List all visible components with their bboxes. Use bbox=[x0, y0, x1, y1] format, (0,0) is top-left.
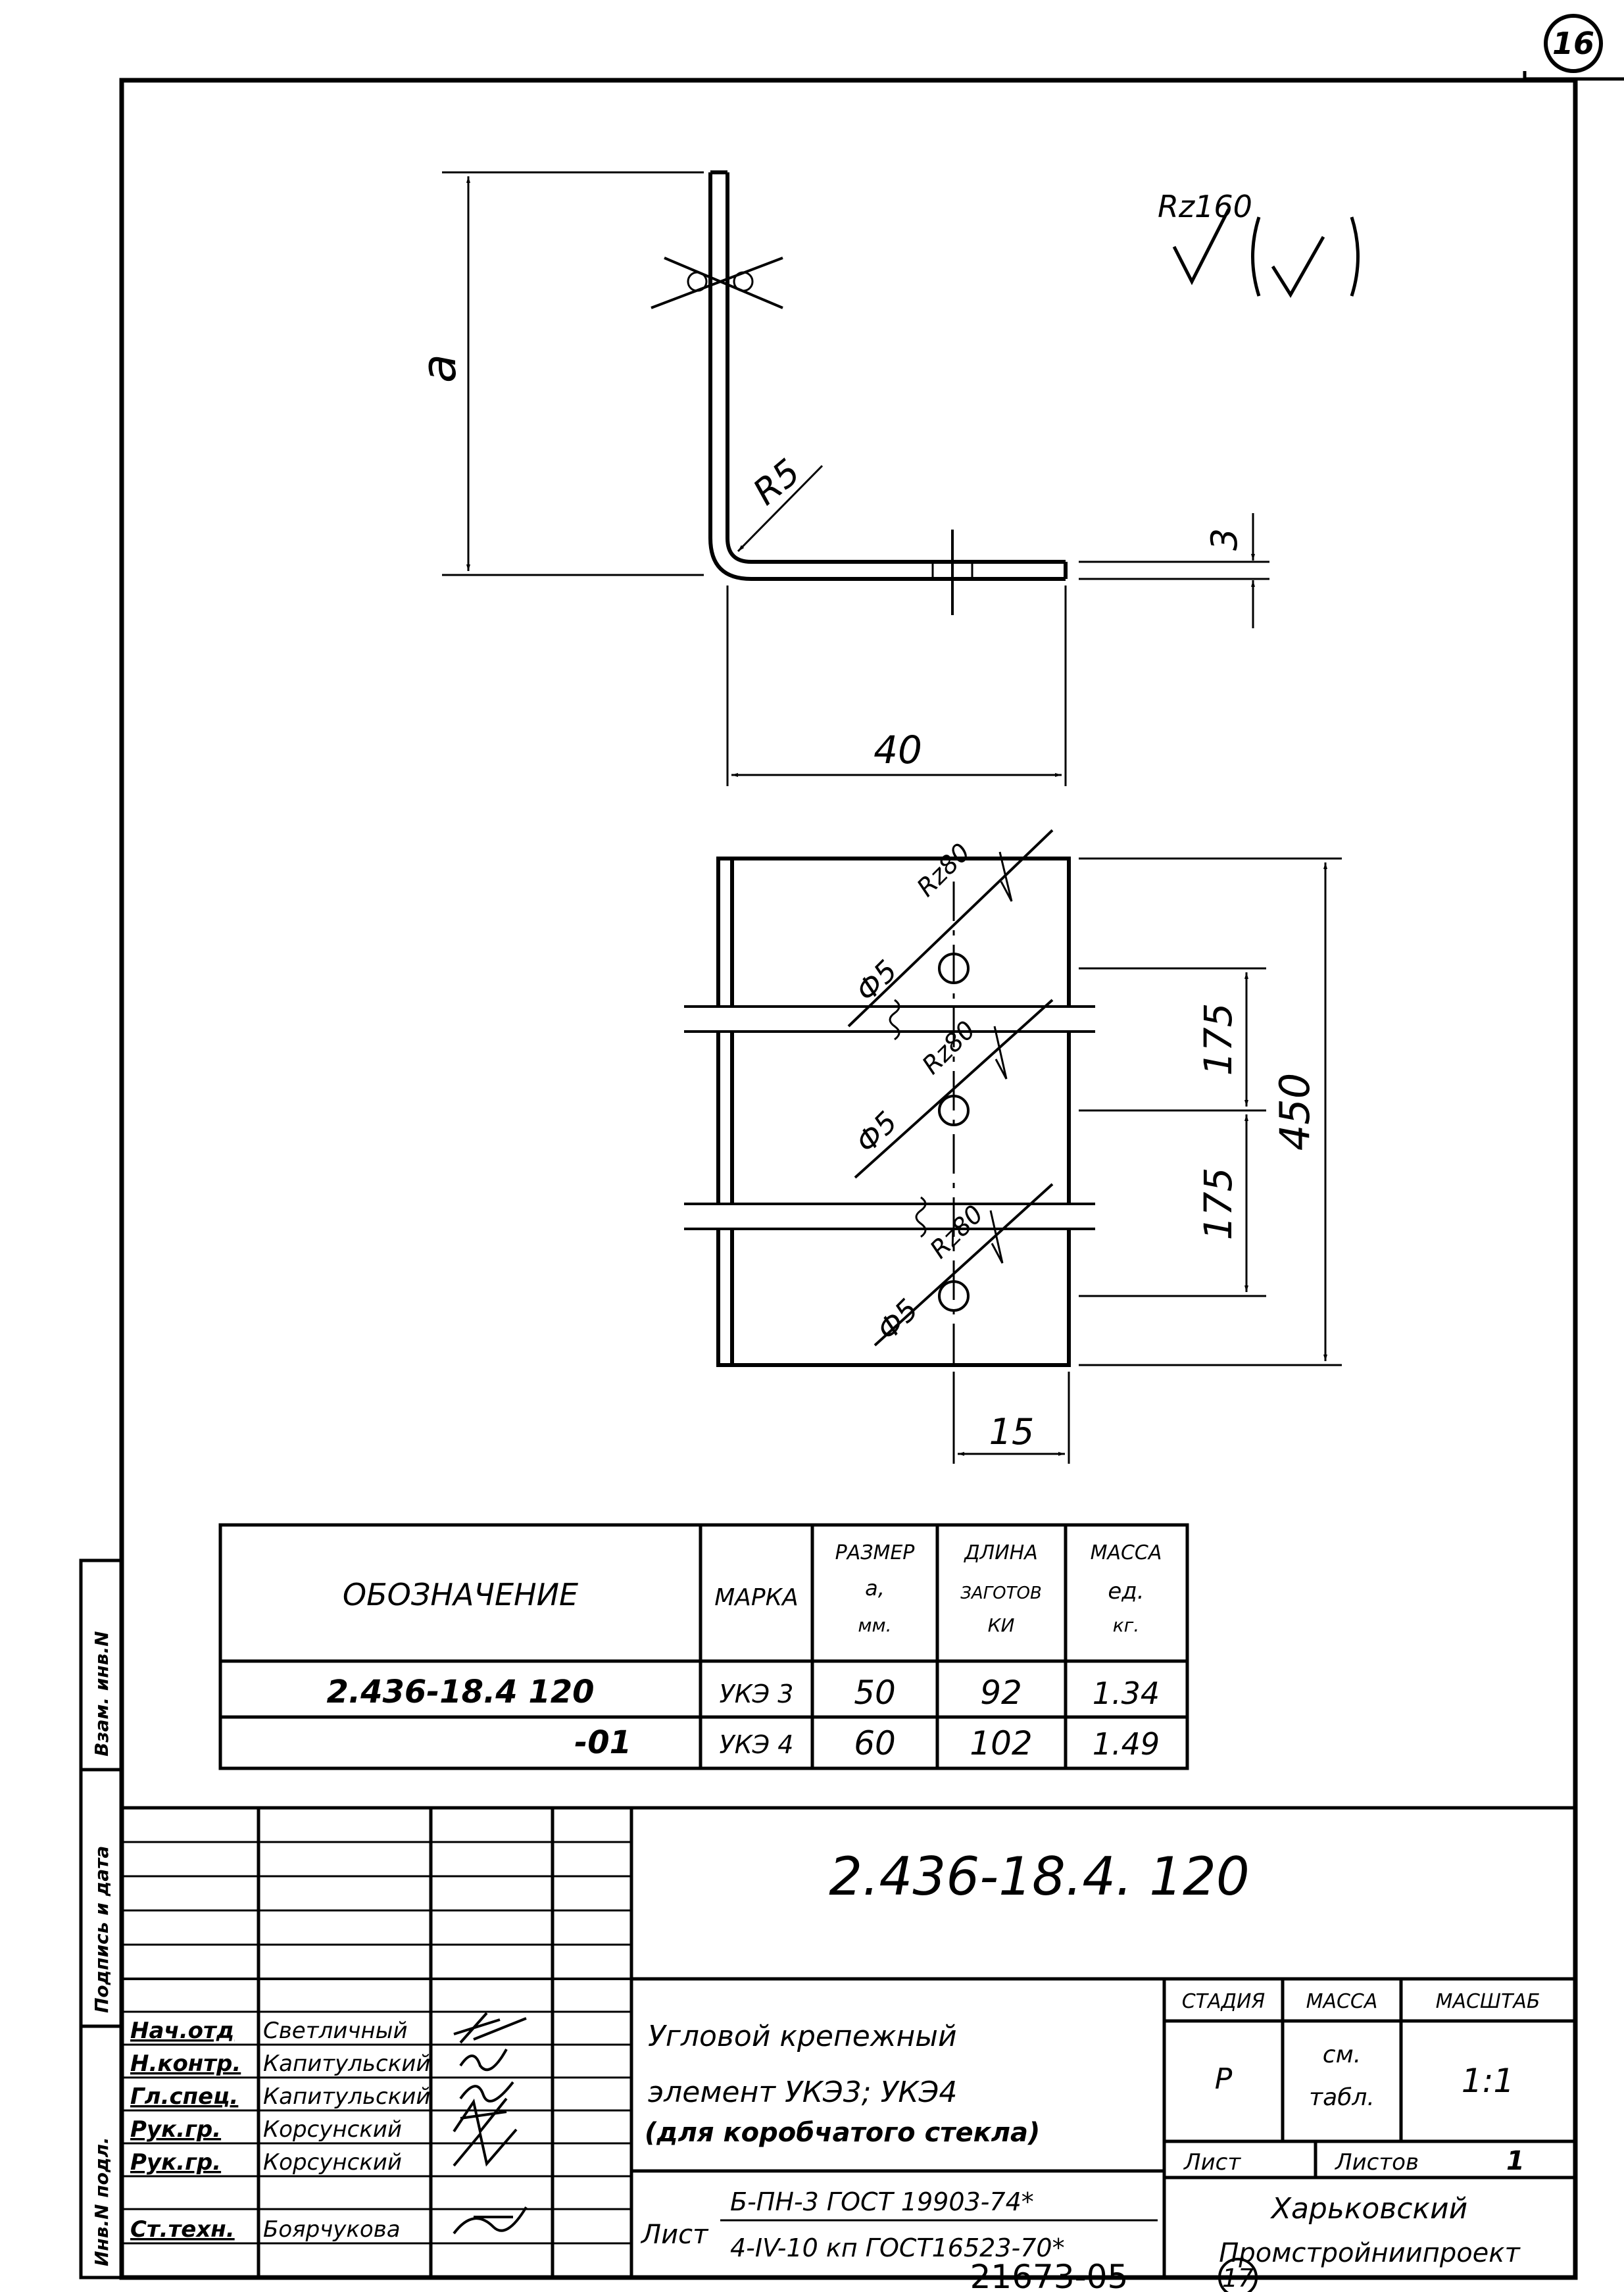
staff-name-3: Капитульский bbox=[263, 2083, 430, 2110]
stamp-inv-orig: Инв.N подл. bbox=[91, 2137, 112, 2266]
spec-header-size-2: а, bbox=[865, 1576, 885, 1601]
spec-header-designation: ОБОЗНАЧЕНИЕ bbox=[343, 1577, 578, 1612]
staff-role-3: Гл.спец. bbox=[130, 2083, 238, 2110]
plan-view bbox=[684, 829, 1342, 1464]
spec-header-length-2: ЗАГОТОВ bbox=[960, 1583, 1042, 1603]
dim-radius-label: R5 bbox=[745, 451, 808, 512]
spec-header-mass-3: кг. bbox=[1113, 1614, 1140, 1636]
spec-header-length-1: ДЛИНА bbox=[963, 1541, 1038, 1564]
staff-name-2: Капитульский bbox=[263, 2051, 430, 2077]
roughness-mark bbox=[1172, 208, 1360, 298]
spec-row-1-length: 92 bbox=[980, 1674, 1022, 1712]
spec-row-1-mark: УКЭ 3 bbox=[720, 1680, 794, 1708]
dim-width-label: 40 bbox=[874, 728, 922, 772]
header-mass: МАССА bbox=[1306, 1990, 1378, 2013]
organization-line-1: Харьковский bbox=[1270, 2192, 1467, 2226]
spec-header-mass-2: ед. bbox=[1108, 1578, 1144, 1605]
spec-header-length-3: КИ bbox=[988, 1614, 1015, 1636]
staff-role-1: Нач.отд bbox=[130, 2018, 234, 2044]
staff-name-5: Корсунский bbox=[263, 2149, 402, 2176]
sheet-number-circle bbox=[1218, 2258, 1258, 2292]
staff-name-4: Корсунский bbox=[263, 2116, 402, 2143]
title-line-3: (для коробчатого стекла) bbox=[645, 2118, 1040, 2148]
spec-header-mark: МАРКА bbox=[714, 1584, 799, 1611]
material-prefix: Лист bbox=[640, 2220, 709, 2250]
spec-header-mass-1: МАССА bbox=[1091, 1541, 1162, 1564]
stamp-signature-date: Подпись и дата bbox=[91, 1846, 112, 2013]
material-line-1: Б-ПН-3 ГОСТ 19903-74* bbox=[730, 2187, 1034, 2216]
title-line-1: Угловой крепежный bbox=[648, 2020, 957, 2053]
page-number: 16 bbox=[1552, 26, 1594, 61]
title-line-2: элемент УКЭ3; УКЭ4 bbox=[648, 2076, 957, 2109]
sheet-number: 17 bbox=[1222, 2264, 1254, 2292]
hole-dia-3: Ф5 bbox=[871, 1293, 925, 1347]
sheet-label: Лист bbox=[1183, 2149, 1241, 2176]
page-number-mark: 16 bbox=[1523, 14, 1624, 81]
dim-pitch-label-2: 175 bbox=[1196, 1168, 1241, 1241]
spec-table-grid bbox=[218, 1523, 1189, 1770]
sheets-label: Листов bbox=[1334, 2149, 1419, 2176]
spec-row-1-mass: 1.34 bbox=[1093, 1676, 1160, 1711]
spec-row-2-mass: 1.49 bbox=[1093, 1726, 1160, 1762]
stage-value: Р bbox=[1215, 2062, 1233, 2096]
staff-role-6: Ст.техн. bbox=[130, 2216, 235, 2243]
header-stage: СТАДИЯ bbox=[1182, 1990, 1266, 2013]
profile-view bbox=[442, 170, 1269, 786]
dim-a-label: a bbox=[411, 354, 466, 383]
header-scale: МАСШТАБ bbox=[1436, 1990, 1540, 2013]
dim-pitch-label-1: 175 bbox=[1196, 1003, 1241, 1076]
staff-name-6: Боярчукова bbox=[263, 2216, 401, 2243]
signature-marks bbox=[453, 2012, 528, 2235]
hole-dia-2: Ф5 bbox=[850, 1105, 904, 1160]
spec-header-size-1: РАЗМЕР bbox=[835, 1541, 916, 1564]
hole-roughness-1: Rz80 bbox=[911, 837, 975, 902]
mass-value-1: см. bbox=[1323, 2041, 1361, 2068]
staff-role-4: Рук.гр. bbox=[130, 2116, 221, 2143]
spec-row-2-designation: -01 bbox=[574, 1724, 631, 1761]
drawing-frame bbox=[119, 78, 1578, 2280]
material-line-2: 4-IV-10 кп ГОСТ16523-70* bbox=[730, 2233, 1065, 2262]
dim-thickness-label: 3 bbox=[1204, 528, 1245, 551]
stamp-replaced-inv: Взам. инв.N bbox=[91, 1631, 112, 1756]
title-block-grid bbox=[122, 1806, 1575, 2278]
mass-value-2: табл. bbox=[1309, 2084, 1375, 2111]
doc-code: 2.436-18.4. 120 bbox=[829, 1846, 1250, 1907]
staff-role-5: Рук.гр. bbox=[130, 2149, 221, 2176]
spec-row-2-mark: УКЭ 4 bbox=[720, 1730, 794, 1759]
dim-length-label: 450 bbox=[1271, 1073, 1319, 1151]
spec-row-2-length: 102 bbox=[970, 1724, 1032, 1762]
spec-header-size-3: мм. bbox=[858, 1614, 891, 1636]
scale-value: 1:1 bbox=[1462, 2062, 1514, 2100]
inventory-number: 21673-05 bbox=[970, 2258, 1129, 2292]
side-stamp bbox=[79, 1558, 124, 2280]
roughness-main-label: Rz160 bbox=[1158, 189, 1252, 224]
organization-line-2: Промстройниипроект bbox=[1219, 2238, 1521, 2268]
spec-row-1-size: 50 bbox=[854, 1674, 896, 1712]
dim-edge-label: 15 bbox=[989, 1411, 1035, 1453]
sheets-count: 1 bbox=[1506, 2146, 1525, 2176]
staff-name-1: Светличный bbox=[263, 2018, 408, 2044]
staff-role-2: Н.контр. bbox=[130, 2051, 241, 2077]
spec-row-2-size: 60 bbox=[854, 1724, 896, 1762]
spec-row-1-designation: 2.436-18.4 120 bbox=[326, 1674, 594, 1710]
